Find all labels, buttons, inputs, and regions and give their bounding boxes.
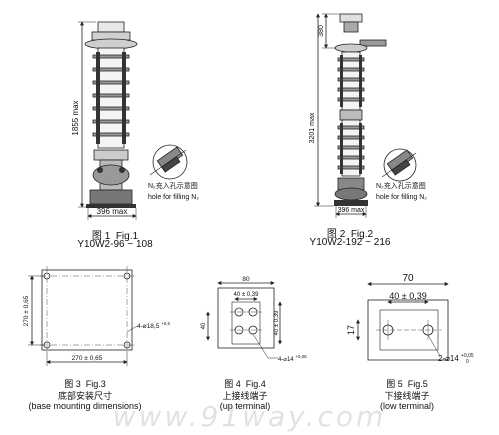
- fig1-caption-cn: 图 1: [91, 231, 111, 242]
- fig1-caption-title: 图 1 Fig.1: [70, 227, 160, 242]
- fig1-height-label: 1855 max: [71, 100, 80, 135]
- fig1-caption-fig: Fig.1: [115, 231, 139, 242]
- fig5-caption-title: 图 5 Fig.5: [362, 377, 452, 390]
- fig4-terminal: [206, 281, 282, 359]
- fig1-caption-model: Y10W2-96 ~ 108: [77, 239, 153, 250]
- fig5-terminal: [356, 282, 449, 361]
- fig1-width-label: 396 max: [97, 207, 128, 216]
- fig2-inset-note-cn: N₂充入孔示意图: [376, 181, 426, 190]
- fig4-caption-fig: Fig.4: [245, 379, 266, 389]
- fig2-height-label: 3201 max: [309, 112, 316, 143]
- fig5-caption-desc-cn: 下接线端子: [384, 391, 430, 401]
- fig3-bottom-dim: 270 ± 0,65: [72, 355, 103, 362]
- fig3-caption-desc-cn: 底部安装尺寸: [57, 391, 112, 401]
- fig5-hole-dim: 2-⌀14 +0,05 0: [438, 350, 476, 365]
- fig5-caption-fig: Fig.5: [407, 379, 428, 389]
- fig1-inset-note-cn: N₂充入孔示意图: [148, 181, 198, 190]
- fig5-hole-tol: +0,05: [461, 353, 474, 359]
- fig5-left-dim: 17: [346, 325, 356, 335]
- fig4-caption-title: 图 4 Fig.4: [200, 377, 290, 390]
- fig3-hole-dim-main: 4-⌀18,5: [137, 323, 160, 330]
- fig3-left-dim: 270 ± 0,65: [23, 295, 30, 326]
- fig3-caption-title: 图 3 Fig.3: [40, 377, 130, 390]
- fig3-hole-dim: 4-⌀18,5 +0,5: [137, 321, 171, 330]
- fig4-hole-tol: +0,05: [295, 354, 307, 359]
- fig2-inset-detail: [381, 148, 417, 182]
- fig3-hole-tol: +0,5: [161, 321, 170, 326]
- fig5-inner-dim: 40 ± 0,39: [389, 291, 426, 301]
- fig4-caption-desc-cn: 上接线端子: [222, 391, 268, 401]
- fig5-caption-cn: 图 5: [386, 379, 403, 389]
- fig3-caption-fig: Fig.3: [85, 379, 106, 389]
- fig4-left-dim: 40: [201, 322, 207, 329]
- fig3-base-plate: [28, 266, 138, 366]
- fig2-caption-cn: 图 2: [326, 229, 346, 240]
- fig5-caption-desc-en: (low terminal): [379, 401, 434, 411]
- fig2-arrester-drawing: [314, 13, 387, 218]
- fig1-arrester-drawing: [78, 21, 138, 220]
- fig5-hole-dim-main: 2-⌀14: [438, 354, 459, 363]
- fig2-top-label: 380: [318, 25, 325, 37]
- watermark: www.91way.com: [112, 400, 387, 433]
- fig2-inset-note-en: hole for filling N₂: [376, 194, 427, 201]
- fig4-right-dim: 40 ± 0,39: [274, 310, 280, 336]
- fig2-caption-title: 图 2 Fig.2: [305, 225, 395, 240]
- fig5-top-dim: 70: [402, 273, 414, 284]
- fig2-caption-model: Y10W2-192 ~ 216: [309, 237, 391, 248]
- fig5-hole-tol-low: 0: [466, 359, 469, 365]
- fig4-caption-desc-en: (up terminal): [219, 401, 271, 411]
- fig4-top-dim: 80: [242, 276, 250, 283]
- fig4-inner-dim: 40 ± 0,39: [234, 292, 260, 298]
- fig1-inset-note-en: hole for filling N₂: [148, 194, 199, 201]
- fig3-caption-cn: 图 3: [64, 379, 81, 389]
- fig1-inset-detail: [149, 144, 188, 180]
- fig4-hole-dim-main: 4-⌀14: [278, 357, 294, 363]
- fig4-caption-cn: 图 4: [224, 379, 241, 389]
- fig4-hole-dim: 4-⌀14 +0,05: [278, 354, 307, 363]
- fig2-width-label: 396 max: [338, 207, 365, 214]
- fig2-caption-fig: Fig.2: [350, 229, 374, 240]
- fig3-caption-desc-en: (base mounting dimensions): [28, 401, 142, 411]
- fig1-insulator: [92, 47, 130, 149]
